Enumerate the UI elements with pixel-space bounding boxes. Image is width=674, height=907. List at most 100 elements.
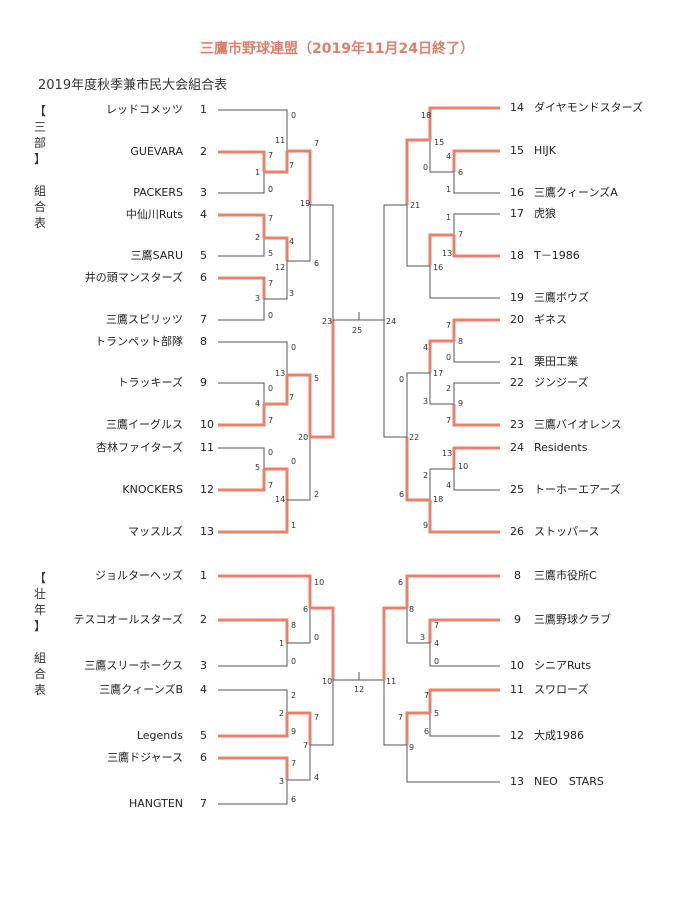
team-seed: 4 (200, 208, 207, 221)
winner-path (382, 606, 407, 680)
team-seed: 11 (510, 683, 524, 696)
score-label: 7 (314, 713, 319, 722)
team-seed: 16 (510, 186, 524, 199)
team-name: ジンジーズ (534, 376, 589, 389)
score-label: 7 (446, 416, 451, 425)
score-label: 9 (409, 743, 414, 752)
score-label: 4 (289, 237, 294, 246)
score-label: 3 (423, 397, 428, 406)
score-label: 6 (458, 168, 463, 177)
score-label: 0 (291, 657, 296, 666)
bracket-line (383, 320, 407, 438)
score-label: 20 (298, 433, 308, 442)
team-name: 三鷹クィーンズB (99, 683, 183, 696)
team-seed: 7 (200, 313, 207, 326)
team-name: 井の頭マンスターズ (84, 271, 183, 284)
score-label: 6 (399, 490, 404, 499)
score-label: 6 (398, 578, 403, 587)
score-label: 9 (458, 399, 463, 408)
score-label: 14 (275, 495, 285, 504)
team-name: PACKERS (133, 186, 183, 199)
division-char: 表 (33, 683, 46, 697)
score-label: 1 (446, 185, 451, 194)
score-label: 2 (446, 384, 451, 393)
bracket-line (406, 372, 430, 437)
winner-path (428, 339, 454, 373)
winner-path (310, 606, 335, 680)
bracket-line (406, 745, 500, 783)
division-char: 合 (33, 200, 46, 214)
bracket-line (218, 238, 265, 257)
winner-path (405, 437, 430, 502)
winner-path (218, 404, 266, 427)
team-seed: 5 (200, 249, 207, 262)
score-label: 13 (442, 249, 452, 258)
winner-path (264, 151, 289, 174)
score-label: 4 (423, 343, 428, 352)
bracket-line (218, 109, 288, 151)
score-label: 6 (291, 795, 296, 804)
team-seed: 21 (510, 355, 524, 368)
score-label: 0 (268, 311, 273, 320)
team-name: 三鷹ドジャース (107, 751, 183, 764)
team-name: 三鷹SARU (130, 249, 183, 262)
team-seed: 24 (510, 441, 524, 454)
score-label: 3 (289, 289, 294, 298)
winner-path (428, 500, 500, 534)
score-label: 7 (289, 393, 294, 402)
team-name: GUEVARA (130, 145, 183, 158)
team-seed: 19 (510, 291, 524, 304)
winner-path (405, 138, 430, 205)
score-label: 3 (420, 633, 425, 642)
score-label: 5 (314, 374, 319, 383)
team-seed: 20 (510, 313, 524, 326)
division-label-sonen: 【壮年】 組合表 (30, 570, 50, 698)
team-seed: 25 (510, 483, 524, 496)
score-label: 5 (268, 249, 273, 258)
bracket-line (287, 437, 311, 501)
score-label: 7 (289, 161, 294, 170)
winner-path (428, 688, 500, 713)
winner-path (452, 318, 500, 341)
score-label: 13 (275, 369, 285, 378)
score-label: 0 (268, 384, 273, 393)
team-name: 三鷹ボウズ (534, 291, 589, 304)
score-label: 24 (386, 317, 396, 326)
score-label: 8 (458, 337, 463, 346)
bracket-line (429, 713, 500, 737)
team-name: 栗田工業 (534, 355, 578, 368)
team-name: Residents (534, 441, 588, 454)
score-label: 5 (434, 709, 439, 718)
score-label: 1 (446, 213, 451, 222)
score-label: 4 (446, 481, 451, 490)
score-label: 5 (255, 463, 260, 472)
bracket-line (218, 382, 265, 404)
bracket-line (218, 780, 288, 805)
score-label: 21 (410, 201, 420, 210)
division-char: 組 (33, 184, 46, 198)
score-label: 0 (446, 353, 451, 362)
division-char: 年 (33, 603, 46, 617)
division-char: 【 (33, 104, 46, 118)
score-label: 0 (434, 657, 439, 666)
score-label: 0 (399, 375, 404, 384)
team-name: 三鷹スリーホークス (84, 659, 183, 672)
bracket-line (453, 382, 500, 404)
winner-path (218, 276, 266, 299)
team-name: レッドコメッツ (106, 103, 183, 116)
division-char: 表 (33, 216, 46, 230)
team-seed: 1 (200, 569, 207, 582)
team-seed: 26 (510, 525, 524, 538)
team-seed: 7 (200, 797, 207, 810)
bracket-line (218, 341, 288, 375)
bracket-subtitle: 2019年度秋季兼市民大会組合表 (38, 78, 228, 93)
team-seed: 12 (200, 483, 214, 496)
bracket-line (310, 204, 334, 320)
score-label: 0 (291, 457, 296, 466)
score-label: 10 (314, 578, 324, 587)
score-label: 2 (291, 691, 296, 700)
bracket-line (453, 172, 500, 194)
score-label: 2 (314, 490, 319, 499)
bracket-line (383, 680, 407, 746)
